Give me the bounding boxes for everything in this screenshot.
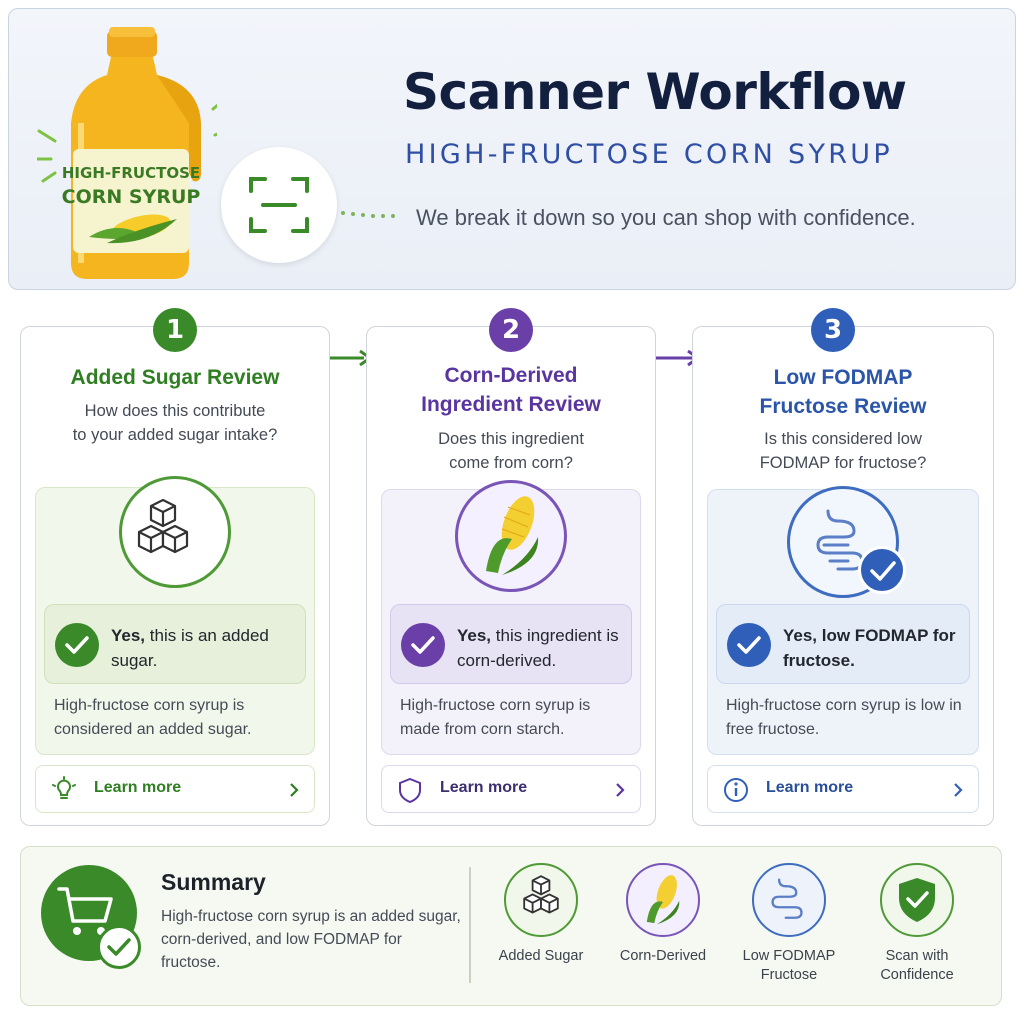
divider <box>469 867 471 983</box>
step-result-panel: Yes, this ingredient is corn-derived. Hi… <box>381 480 641 755</box>
page-subtitle: HIGH-FRUCTOSE CORN SYRUP <box>405 139 893 170</box>
dotted-connector <box>341 211 395 218</box>
summary-item-label: Added Sugar <box>498 948 584 964</box>
summary-item-label: Corn-Derived <box>619 948 707 964</box>
sugar-cubes-icon <box>137 498 189 554</box>
shield-icon <box>399 777 421 804</box>
corn-icon <box>646 875 680 925</box>
summary-text: High-fructose corn syrup is an added sug… <box>161 908 461 971</box>
chevron-right-icon <box>616 783 625 797</box>
step-number-badge: 3 <box>811 308 855 352</box>
icon-circle <box>455 480 567 592</box>
summary-panel: Summary High-fructose corn syrup is an a… <box>20 846 1002 1006</box>
step-number-badge: 1 <box>153 308 197 352</box>
lightbulb-icon <box>52 776 76 799</box>
answer-text: Yes, low FODMAP for fructose. <box>783 626 956 670</box>
step-result-panel: Yes, low FODMAP for fructose. High-fruct… <box>707 486 979 755</box>
corn-icon <box>486 496 539 575</box>
step-result-panel: Yes, this is an added sugar. High-fructo… <box>35 476 315 755</box>
answer-text: Yes, this ingredient is corn-derived. <box>457 626 619 670</box>
check-circle-icon <box>727 623 771 667</box>
sugar-cubes-icon <box>523 875 559 914</box>
check-circle-icon <box>55 623 99 667</box>
page-title: Scanner Workflow <box>403 63 907 121</box>
learn-more-label: Learn more <box>94 779 182 796</box>
page-tagline: We break it down so you can shop with co… <box>416 205 916 230</box>
chevron-right-icon <box>290 783 299 797</box>
step-explanation: High-fructose corn syrup is considered a… <box>54 697 252 738</box>
icon-circle <box>119 476 231 588</box>
chevron-right-icon <box>954 783 963 797</box>
bottle-label-line2: CORN SYRUP <box>62 186 201 208</box>
summary-title: Summary <box>161 869 266 895</box>
learn-more-label: Learn more <box>440 779 528 796</box>
info-icon <box>724 778 748 802</box>
learn-more-button[interactable]: Learn more <box>35 765 315 813</box>
bottle-label-line1: HIGH-FRUCTOSE <box>62 164 200 182</box>
step-number-badge: 2 <box>489 308 533 352</box>
scan-frame-icon <box>249 177 309 233</box>
check-badge-icon <box>858 546 906 594</box>
check-circle-icon <box>401 623 445 667</box>
shield-check-icon <box>899 878 935 922</box>
learn-more-label: Learn more <box>766 779 854 796</box>
step-explanation: High-fructose corn syrup is low in free … <box>726 697 962 738</box>
answer-box: Yes, low FODMAP for fructose. <box>716 604 970 684</box>
summary-item-added-sugar: Added Sugar <box>481 863 601 966</box>
step-title: Added Sugar Review <box>70 366 280 389</box>
scan-icon-button[interactable] <box>221 147 337 263</box>
summary-item-corn-derived: Corn-Derived <box>603 863 723 966</box>
digestive-icon <box>771 878 803 919</box>
learn-more-button[interactable]: Learn more <box>381 765 641 813</box>
step-explanation: High-fructose corn syrup is made from co… <box>400 697 591 738</box>
answer-box: Yes, this is an added sugar. <box>44 604 306 684</box>
hero-banner: HIGH-FRUCTOSE CORN SYRUP Scanner Workflo… <box>8 8 1016 290</box>
answer-box: Yes, this ingredient is corn-derived. <box>390 604 632 684</box>
answer-text: Yes, this is an added sugar. <box>111 626 269 670</box>
step-card-added-sugar: Added Sugar Review How does this contrib… <box>20 326 330 826</box>
syrup-bottle-image: HIGH-FRUCTOSE CORN SYRUP <box>37 27 217 279</box>
check-circle-icon <box>97 925 141 969</box>
learn-more-button[interactable]: Learn more <box>707 765 979 813</box>
